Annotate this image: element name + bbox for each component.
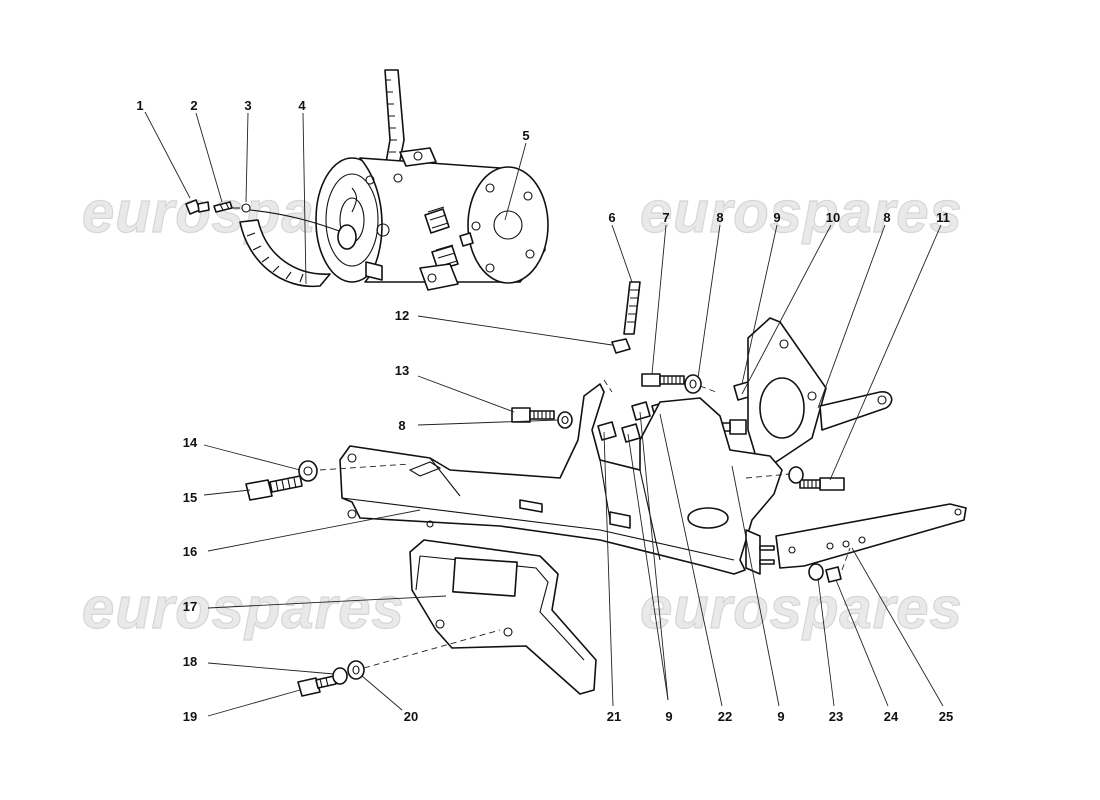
- callout-13: 13: [395, 363, 409, 378]
- callout-19: 19: [183, 709, 197, 724]
- sensor-assembly: [185, 187, 358, 250]
- watermark-bottom-left: eurospares: [82, 576, 405, 641]
- callout-9-top: 9: [773, 210, 780, 225]
- support-bar: [775, 503, 967, 569]
- watermark-bottom-right: eurospares: [640, 576, 963, 641]
- callout-4: 4: [298, 98, 306, 113]
- callout-3: 3: [244, 98, 251, 113]
- callout-20: 20: [404, 709, 418, 724]
- callout-9-bottom-left: 9: [665, 709, 672, 724]
- leader-lines: [144, 111, 944, 717]
- cover-plate: [409, 539, 597, 695]
- callout-15: 15: [183, 490, 197, 505]
- callout-11: 11: [936, 210, 950, 225]
- callout-16: 16: [183, 544, 197, 559]
- callout-9-bottom-right: 9: [777, 709, 784, 724]
- callout-5: 5: [522, 128, 529, 143]
- callout-22: 22: [718, 709, 732, 724]
- ac-compressor: [315, 147, 549, 291]
- assembly-lines: [319, 379, 851, 669]
- callout-12: 12: [395, 308, 409, 323]
- callout-1: 1: [136, 98, 143, 113]
- callout-2: 2: [190, 98, 197, 113]
- stud-and-nut: [611, 281, 641, 354]
- mounting-plate: [747, 317, 893, 471]
- watermark-top-right: eurospares: [640, 180, 963, 245]
- callout-23: 23: [829, 709, 843, 724]
- callout-24: 24: [884, 709, 899, 724]
- callout-6: 6: [608, 210, 615, 225]
- callout-14: 14: [183, 435, 198, 450]
- callout-10: 10: [826, 210, 840, 225]
- callout-25: 25: [939, 709, 953, 724]
- callout-18: 18: [183, 654, 197, 669]
- callout-7: 7: [662, 210, 669, 225]
- callout-21: 21: [607, 709, 621, 724]
- callout-8-top: 8: [716, 210, 723, 225]
- callout-8-left: 8: [398, 418, 405, 433]
- main-bracket: [339, 383, 783, 575]
- callout-8-right: 8: [883, 210, 890, 225]
- callout-17: 17: [183, 599, 197, 614]
- callout-labels: 1 2 3 4 5 6 7 8 9 10 8 11 12 13 8 14 15 …: [136, 98, 953, 724]
